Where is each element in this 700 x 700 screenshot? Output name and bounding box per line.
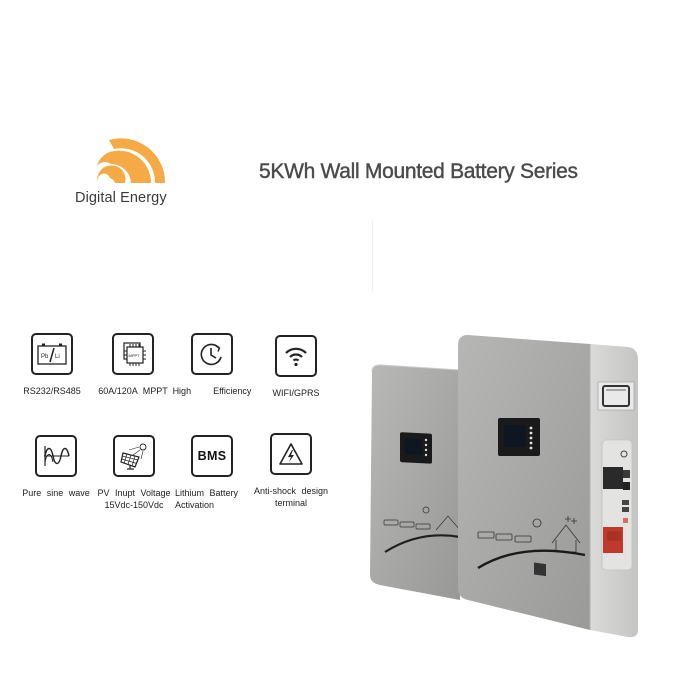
feature-label: PV Inupt Voltage 15Vdc-150Vdc: [97, 488, 171, 510]
battery-units-illustration: [370, 335, 638, 638]
feature-bms: BMS Lithium Battery Activation: [162, 435, 262, 511]
feature-pv-input: PV Inupt Voltage 15Vdc-150Vdc: [84, 435, 184, 511]
battery-unit-small: [370, 364, 461, 600]
carry-handle: [597, 381, 635, 411]
svg-text:Pb: Pb: [41, 354, 49, 360]
feature-rs232: Pb Li RS232/RS485: [2, 333, 102, 397]
pb-li-battery-icon: Pb Li: [31, 333, 73, 375]
feature-label: WIFI/GPRS: [272, 388, 320, 398]
product-image: [360, 330, 660, 640]
sine-wave-icon: [35, 435, 77, 477]
battery-unit-large: [458, 335, 638, 638]
feature-label: 60A/120A MPPT: [98, 386, 168, 396]
solar-panel-icon: [113, 435, 155, 477]
brand-name: Digital Energy: [75, 190, 167, 206]
feature-label: RS232/RS485: [23, 386, 81, 396]
divider: [372, 220, 373, 292]
feature-label: Pure sine wave: [22, 488, 90, 498]
brand-logo: Digital Energy: [70, 125, 190, 215]
clock-cycle-icon: [191, 333, 233, 375]
wifi-icon: [275, 335, 317, 377]
high-voltage-warning-icon: [270, 433, 312, 475]
feature-sine-wave: Pure sine wave: [6, 435, 106, 499]
feature-anti-shock: Anti-shock design terminal: [241, 433, 341, 509]
feature-label: Lithium Battery Activation: [175, 488, 239, 510]
feature-efficiency: High Efficiency: [162, 333, 262, 397]
feature-mppt: MPPT 60A/120A MPPT: [83, 333, 183, 397]
bms-icon: BMS: [191, 435, 233, 477]
svg-text:Li: Li: [55, 354, 60, 360]
feature-wifi: WIFI/GPRS: [246, 335, 346, 399]
page-title: 5KWh Wall Mounted Battery Series: [259, 160, 578, 183]
feature-label: High Efficiency: [172, 386, 252, 396]
sun-arc-logo-icon: [97, 138, 165, 183]
svg-text:MPPT: MPPT: [129, 353, 141, 358]
mppt-chip-icon: MPPT: [112, 333, 154, 375]
feature-label: Anti-shock design terminal: [253, 486, 329, 508]
